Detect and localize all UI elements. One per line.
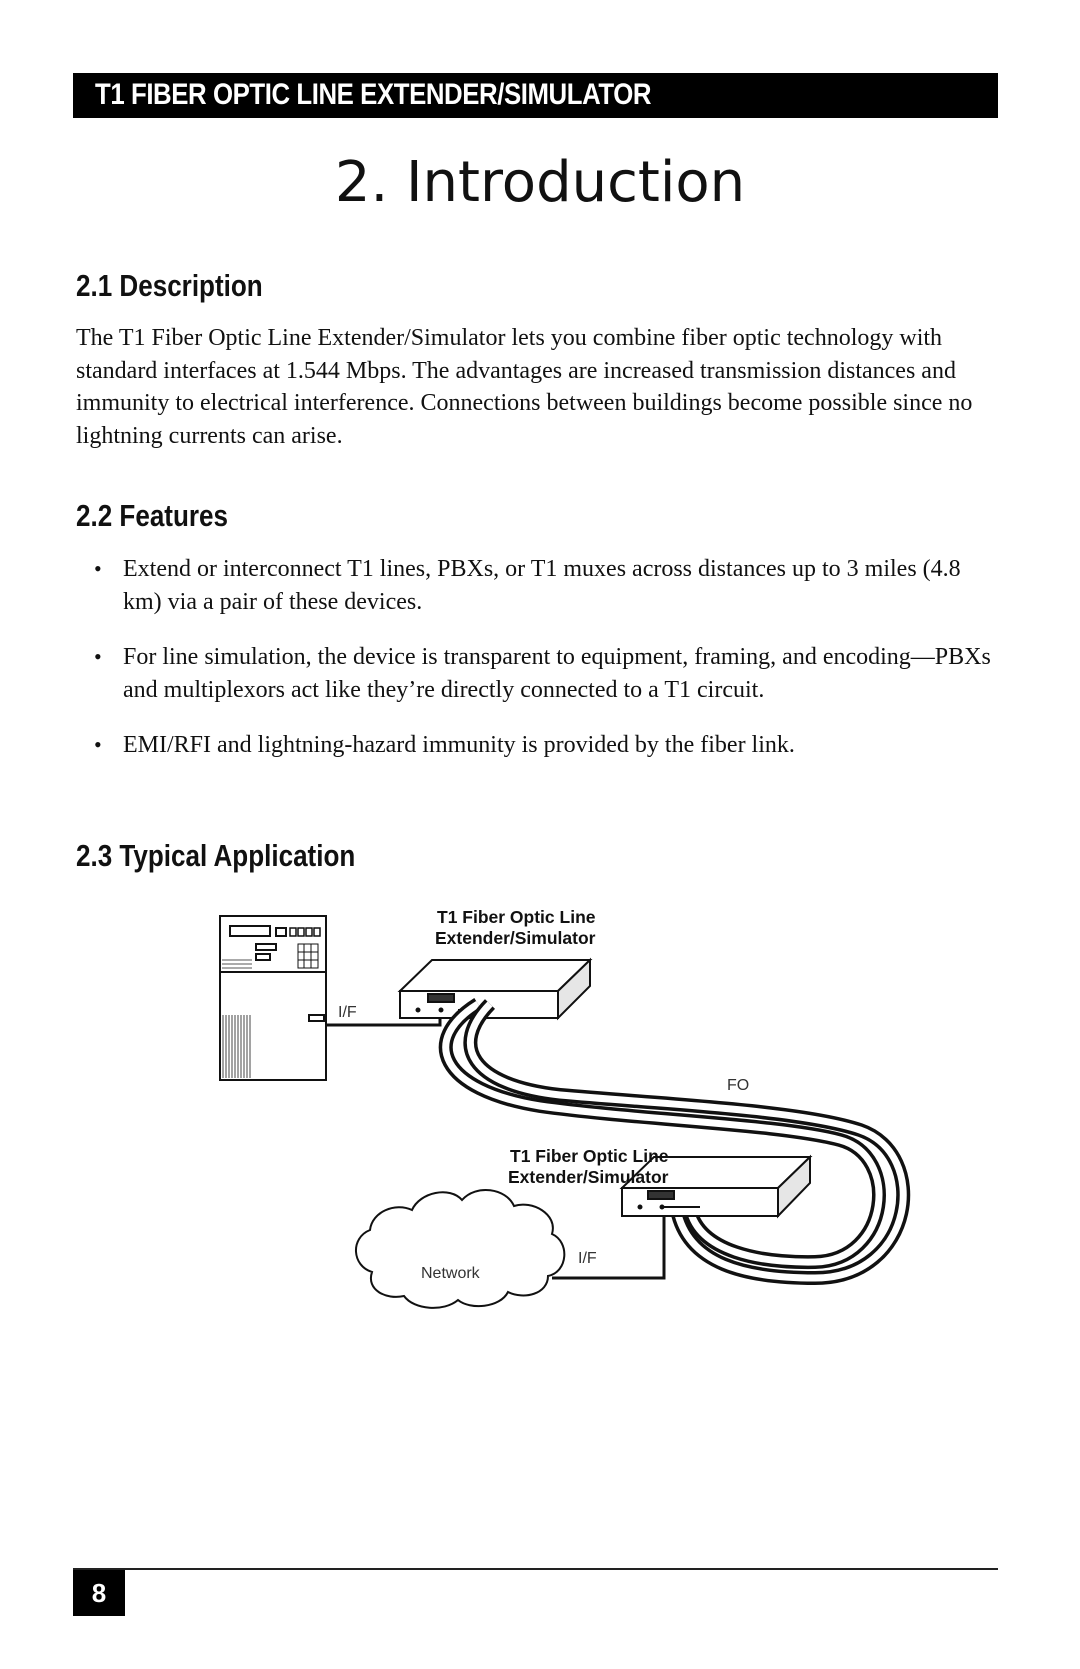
application-diagram: T1 Fiber Optic Line Extender/Simulator I… xyxy=(0,880,1080,1340)
network-label: Network xyxy=(421,1265,480,1282)
feature-item: • For line simulation, the device is tra… xyxy=(76,641,996,706)
chapter-title: 2. Introduction xyxy=(334,150,746,215)
extender-device-top-icon xyxy=(397,957,593,1021)
pbx-equipment-icon xyxy=(219,915,327,1081)
section-heading-application: 2.3 Typical Application xyxy=(76,838,356,873)
feature-text: EMI/RFI and lightning-hazard immunity is… xyxy=(123,732,795,758)
footer-rule xyxy=(73,1568,998,1570)
interface-label-top: I/F xyxy=(338,1004,357,1021)
device-top-label-line1: T1 Fiber Optic Line xyxy=(437,907,596,927)
fiber-optic-cable xyxy=(438,998,911,1286)
diagram-graphic xyxy=(219,915,911,1309)
interface-label-bottom: I/F xyxy=(578,1250,597,1267)
extender-device-bottom-icon xyxy=(619,1154,813,1219)
fiber-optic-label: FO xyxy=(727,1077,750,1094)
section-heading-features: 2.2 Features xyxy=(76,498,228,533)
running-header: T1 FIBER OPTIC LINE EXTENDER/SIMULATOR xyxy=(73,73,998,118)
description-paragraph: The T1 Fiber Optic Line Extender/Simulat… xyxy=(76,325,973,449)
bullet-icon: • xyxy=(94,644,102,669)
device-top-label-line2: Extender/Simulator xyxy=(435,928,596,948)
running-header-title: T1 FIBER OPTIC LINE EXTENDER/SIMULATOR xyxy=(95,78,652,111)
device-bottom-label-line1: T1 Fiber Optic Line xyxy=(510,1146,669,1166)
section-heading-description: 2.1 Description xyxy=(76,268,263,303)
features-list: • Extend or interconnect T1 lines, PBXs,… xyxy=(76,553,996,762)
feature-item: • Extend or interconnect T1 lines, PBXs,… xyxy=(76,553,996,618)
interface-cable-bottom xyxy=(552,1216,666,1280)
network-cloud-icon xyxy=(355,1188,566,1309)
bullet-icon: • xyxy=(94,732,102,757)
feature-item: • EMI/RFI and lightning-hazard immunity … xyxy=(76,729,996,762)
feature-text: For line simulation, the device is trans… xyxy=(123,644,991,703)
feature-text: Extend or interconnect T1 lines, PBXs, o… xyxy=(123,556,961,615)
page-number: 8 xyxy=(73,1570,125,1616)
device-bottom-label-line2: Extender/Simulator xyxy=(508,1167,669,1187)
bullet-icon: • xyxy=(94,556,102,581)
